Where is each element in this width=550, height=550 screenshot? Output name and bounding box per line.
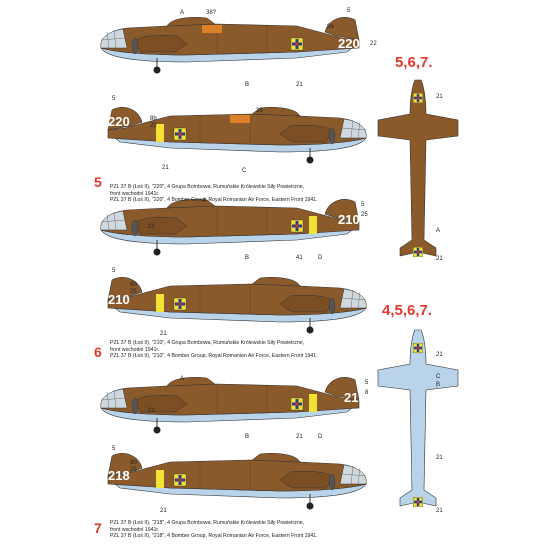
code-218-top: 218 (344, 390, 366, 405)
aircraft-profile-220-right (107, 106, 367, 164)
caption-5-line1: PZL 37 B (Łoś II), "220", 4 Grupa Bombow… (110, 184, 305, 190)
caption-5-line3: PZL 37 B (Łoś II), "220", 4 Bomber Group… (110, 197, 318, 204)
plan-view-title-top: 5,6,7. (395, 54, 433, 71)
plan-callout-a: A (436, 228, 441, 234)
code-210-top: 210 (338, 212, 360, 227)
callout-a3: A (203, 198, 208, 204)
callout-c: C (242, 168, 247, 174)
callout-21: 21 (296, 82, 303, 88)
callout-22b: 22 (150, 123, 157, 129)
aircraft-profile-218-left (100, 376, 360, 434)
plan-view-top (377, 79, 459, 258)
callout-22: 22 (370, 41, 377, 47)
caption-7-line1: PZL 37 B (Łoś II), "218", 4 Grupa Bombow… (110, 520, 305, 526)
callout-5d: 5 (112, 268, 116, 274)
caption-6-line3: PZL 37 B (Łoś II), "210", 4 Bomber Group… (110, 353, 318, 360)
callout-a5: A (180, 376, 185, 382)
code-210-mirror: 210 (108, 292, 130, 307)
callout-38: 38? (206, 10, 217, 16)
callout-d5: D (318, 434, 323, 440)
aircraft-profile-218-right (107, 452, 367, 510)
callout-41: 41 (296, 255, 303, 261)
callout-25: 25 (361, 212, 368, 218)
callout-5: 5 (347, 8, 351, 14)
plan-callout-b: B (436, 382, 441, 388)
caption-number-5: 5 (94, 174, 102, 190)
caption-7-line2: front wschodni 1941r. (110, 526, 160, 533)
callout-5b: 5 (112, 96, 116, 102)
callout-5c: 5 (361, 202, 365, 208)
callout-8a: 8a (327, 24, 334, 30)
caption-5: PZL 37 B (Łoś II), "220", 4 Grupa Bombow… (110, 184, 318, 204)
aircraft-profile-210-left (100, 198, 360, 256)
code-220-mirror: 220 (108, 114, 130, 129)
callout-5f: 5 (112, 446, 116, 452)
callout-b3: B (245, 255, 250, 261)
callout-8b: 8b (150, 116, 157, 122)
callout-21e: 21 (148, 408, 155, 414)
callout-8d: 8b (130, 460, 137, 466)
plan-callout-21e: 21 (436, 508, 443, 514)
callout-a: A (180, 10, 185, 16)
caption-6: PZL 37 B (Łoś II), "210", 4 Grupa Bombow… (110, 340, 318, 360)
caption-number-6: 6 (94, 344, 102, 360)
callout-21c: 21 (148, 224, 155, 230)
caption-6-line2: front wschodni 1941r. (110, 346, 160, 353)
plan-callout-21a: 21 (436, 94, 443, 100)
callout-21b: 21 (162, 165, 169, 171)
callout-21d: 21 (160, 331, 167, 337)
caption-7: PZL 37 B (Łoś II), "218", 4 Grupa Bombow… (110, 520, 318, 540)
callout-39: 39 (256, 108, 263, 114)
callout-25b: 25 (130, 289, 137, 295)
caption-number-7: 7 (94, 520, 102, 536)
callout-b5: B (245, 434, 250, 440)
caption-5-line2: front wschodni 1941r. (110, 190, 160, 197)
callout-8c: 8b (130, 282, 137, 288)
callout-b: B (245, 82, 250, 88)
plan-view-title-bottom: 4,5,6,7. (382, 302, 433, 319)
code-220-top: 220 (338, 36, 360, 51)
callout-21g: 21 (160, 508, 167, 514)
plan-callout-21b: 21 (436, 256, 443, 262)
plan-callout-21d: 21 (436, 455, 443, 461)
callout-25c: 25 (130, 467, 137, 473)
callout-5e: 5 (365, 380, 369, 386)
callout-28: 8 (365, 390, 369, 396)
caption-7-line3: PZL 37 B (Łoś II), "218", 4 Bomber Group… (110, 533, 318, 540)
caption-6-line1: PZL 37 B (Łoś II), "210", 4 Grupa Bombow… (110, 340, 305, 346)
plan-callout-21c: 21 (436, 352, 443, 358)
callout-21f: 21 (296, 434, 303, 440)
plan-view-bottom (377, 329, 459, 508)
plan-callout-c: C (436, 374, 441, 380)
aircraft-profile-210-right (107, 276, 367, 334)
code-218-mirror: 218 (108, 468, 130, 483)
aircraft-profile-220-left (100, 16, 360, 74)
callout-d3: D (318, 255, 323, 261)
